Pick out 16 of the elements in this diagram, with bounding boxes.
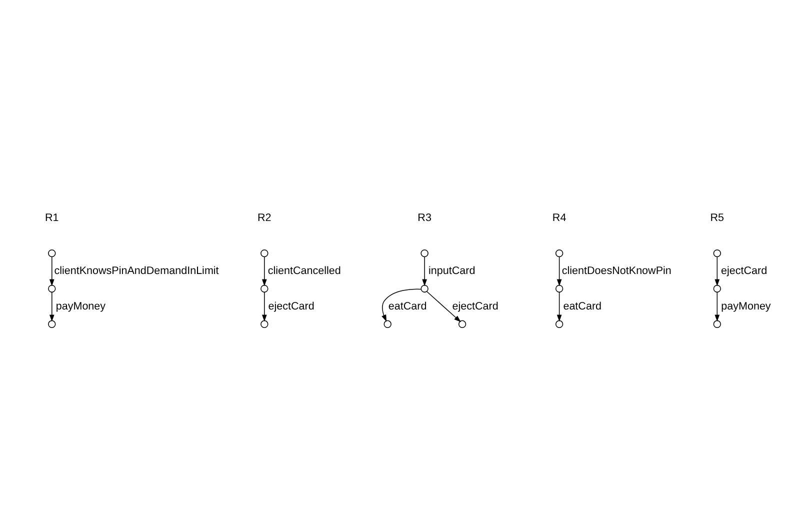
edge-label: clientKnowsPinAndDemandInLimit	[54, 264, 219, 277]
label: R5	[710, 212, 724, 224]
edge-label: inputCard	[428, 264, 476, 277]
edge-label: ejectCard	[452, 300, 498, 312]
edge-label: ejectCard	[268, 300, 314, 312]
label: R3	[418, 212, 432, 224]
edge-label: eatCard	[563, 300, 602, 312]
edge-label: clientCancelled	[268, 264, 341, 277]
label: R1	[45, 212, 59, 224]
label: R2	[258, 212, 272, 224]
edge-label: ejectCard	[721, 264, 768, 277]
label: R4	[552, 212, 566, 224]
edge-label: payMoney	[56, 300, 106, 312]
edge-label: clientDoesNotKnowPin	[562, 264, 672, 277]
edge-label: payMoney	[721, 300, 771, 312]
edge-label: eatCard	[388, 300, 427, 312]
